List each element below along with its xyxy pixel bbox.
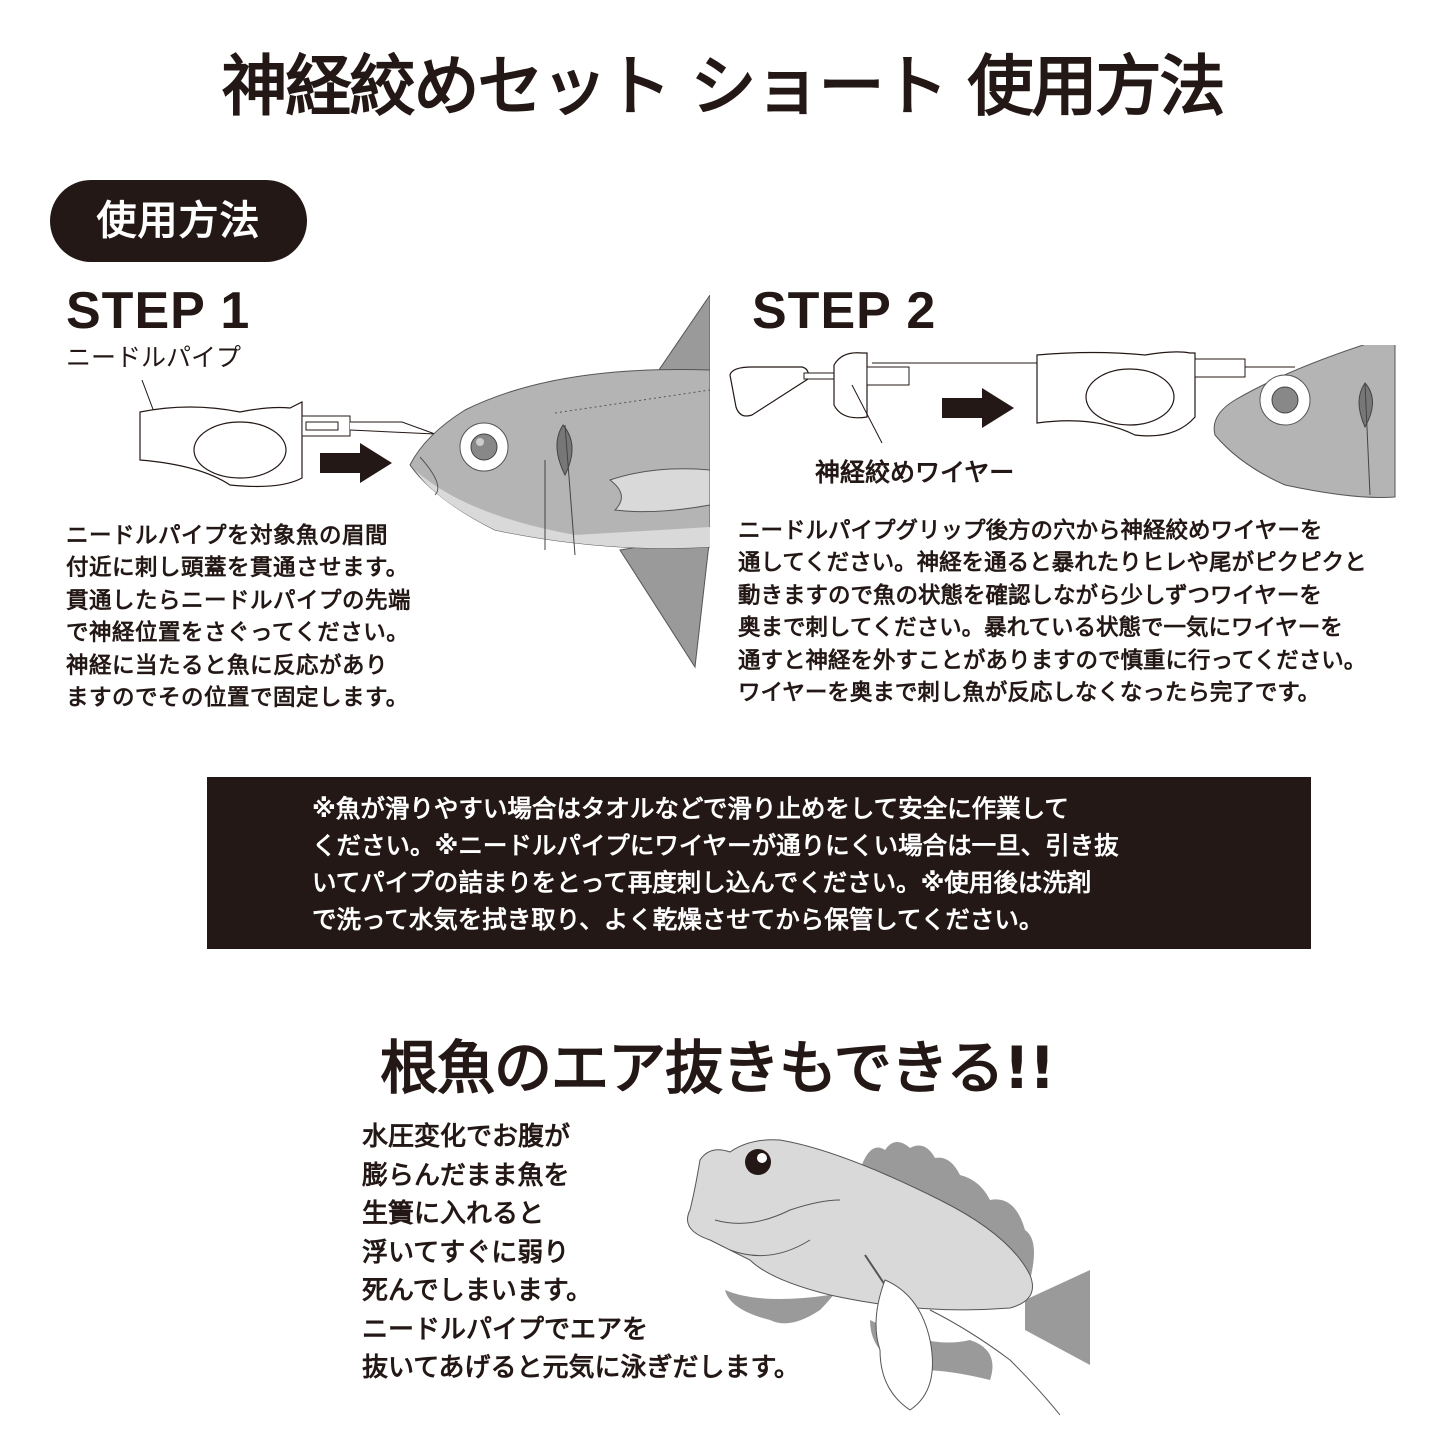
air-release-description: 水圧変化でお腹が 膨らんだまま魚を 生簀に入れると 浮いてすぐに弱り 死んでしま… bbox=[362, 1122, 800, 1383]
needle-pipe-inserted-illustration bbox=[1036, 345, 1396, 498]
step1-heading: STEP 1 bbox=[66, 282, 251, 340]
section-badge: 使用方法 bbox=[50, 180, 307, 262]
step2-heading: STEP 2 bbox=[752, 282, 937, 340]
step1-description: ニードルパイプを対象魚の眉間 付近に刺し頭蓋を貫通させます。 貫通したらニードル… bbox=[66, 523, 412, 712]
step2-description: ニードルパイプグリップ後方の穴から神経絞めワイヤーを 通してください。神経を通る… bbox=[738, 518, 1367, 707]
needle-pipe-illustration bbox=[139, 380, 436, 488]
step2-part-label: 神経絞めワイヤー bbox=[815, 458, 1015, 487]
rockfish-illustration bbox=[687, 1139, 1090, 1416]
arrow-right-icon bbox=[942, 388, 1014, 428]
arrow-right-icon bbox=[320, 443, 392, 483]
safety-notice-box: ※魚が滑りやすい場合はタオルなどで滑り止めをして安全に作業して ください。※ニー… bbox=[207, 777, 1311, 949]
air-release-headline: 根魚のエア抜きもできる!! bbox=[380, 1034, 1055, 1102]
safety-notice-text: ※魚が滑りやすい場合はタオルなどで滑り止めをして安全に作業して ください。※ニー… bbox=[312, 794, 1119, 934]
nerve-wire-illustration bbox=[729, 352, 1042, 444]
page-title: 神経絞めセット ショート 使用方法 bbox=[221, 48, 1226, 125]
fish-illustration bbox=[409, 295, 710, 669]
step1-part-label: ニードルパイプ bbox=[66, 343, 242, 372]
